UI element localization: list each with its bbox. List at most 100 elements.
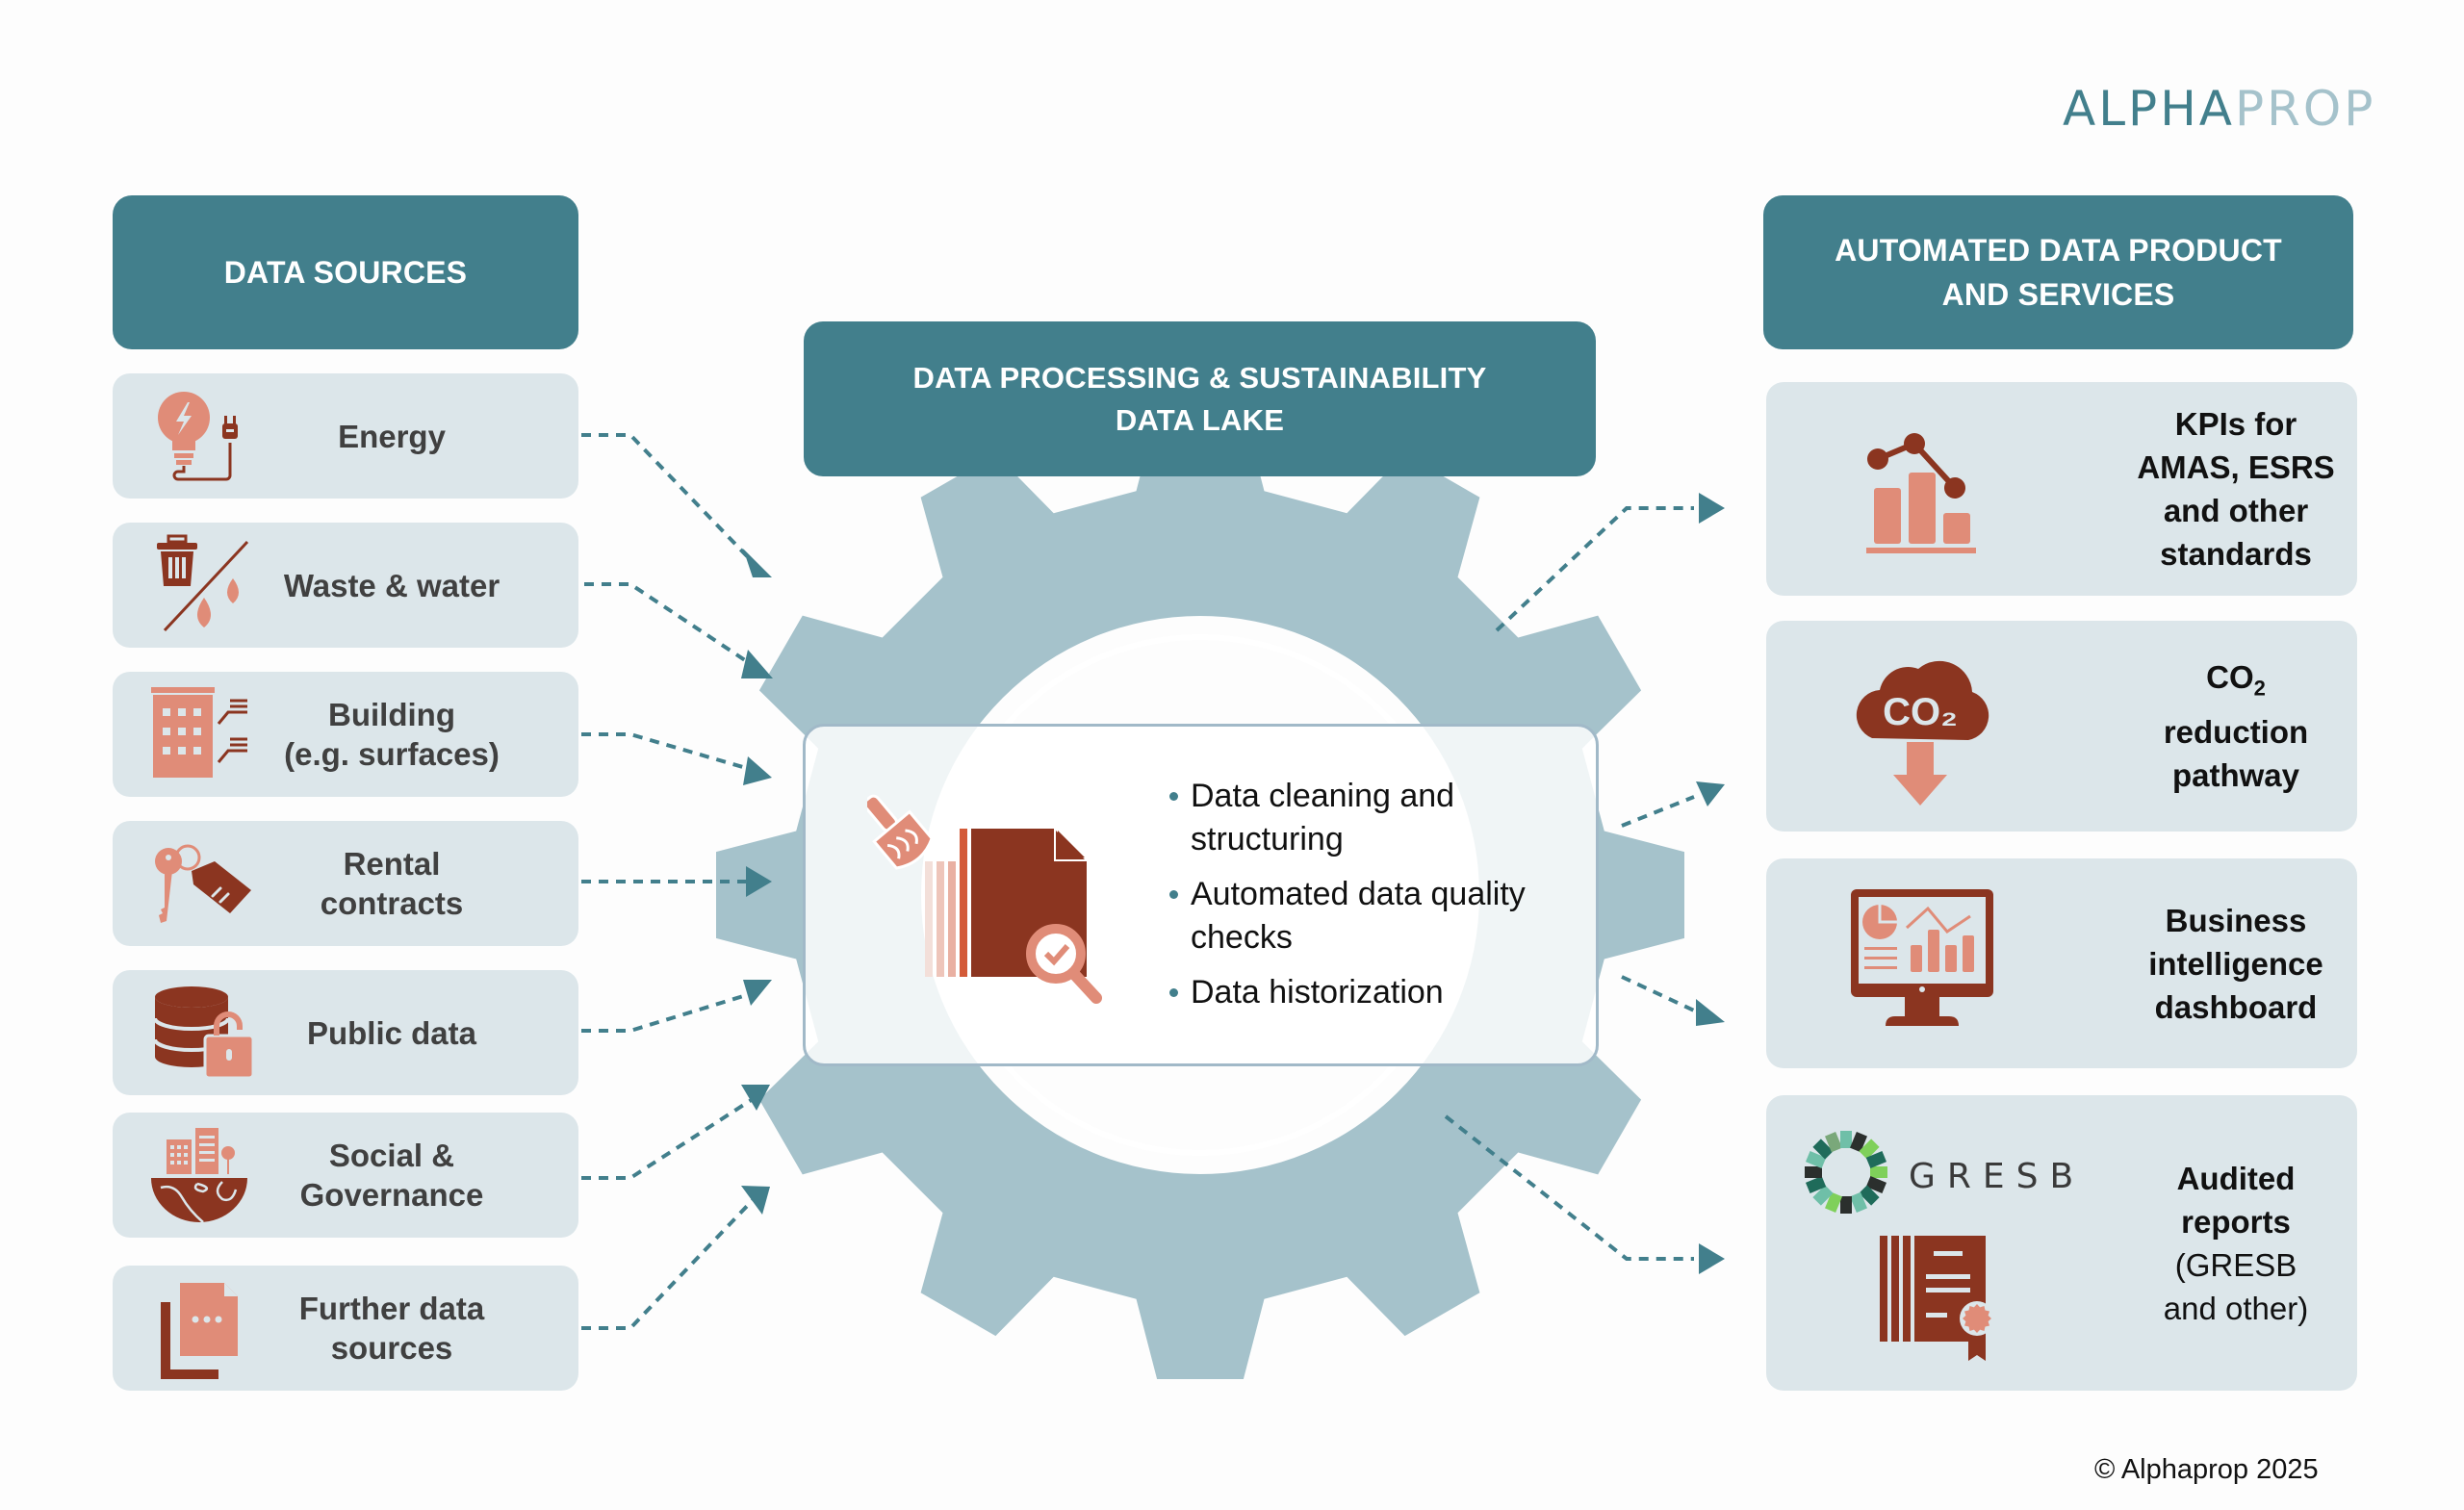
source-label-waste-water: Waste & water bbox=[257, 523, 526, 648]
bullet-text-line2: checks bbox=[1191, 919, 1293, 956]
gresb-ring-segment bbox=[1812, 1139, 1834, 1160]
source-card-rental-contracts[interactable]: Rental contracts bbox=[113, 821, 578, 946]
gresb-ring-segment bbox=[1850, 1131, 1867, 1153]
clean-document-check-icon bbox=[867, 794, 1102, 1004]
gear-icon bbox=[716, 411, 1684, 1379]
co2-text-line3: pathway bbox=[2171, 756, 2300, 793]
gresb-ring-segment bbox=[1805, 1166, 1822, 1178]
source-card-social-governance[interactable]: Social & Governance bbox=[113, 1113, 578, 1238]
kpi-text-line1: KPIs for bbox=[2174, 406, 2297, 442]
social-text-line2: Governance bbox=[299, 1177, 484, 1213]
city-globe-icon bbox=[151, 1128, 247, 1223]
processing-bullet-list: Data cleaning and structuring Automated … bbox=[1169, 775, 1526, 1026]
source-card-waste-water[interactable]: Waste & water bbox=[113, 523, 578, 648]
gresb-ring-segment bbox=[1870, 1166, 1887, 1178]
gresb-ring-segment bbox=[1859, 1139, 1880, 1160]
certificate-icon bbox=[1880, 1236, 1994, 1361]
gresb-ring-segment bbox=[1840, 1131, 1852, 1148]
gresb-ring-segment bbox=[1865, 1151, 1887, 1168]
audited-text-line1: Audited bbox=[2176, 1160, 2296, 1196]
processing-title-line1: DATA PROCESSING & SUSTAINABILITY bbox=[912, 360, 1487, 395]
rental-text-line2: contracts bbox=[320, 885, 464, 921]
co2-cloud-icon: CO₂ bbox=[1856, 660, 1989, 806]
bullet-quality-checks: Automated data quality checks bbox=[1169, 873, 1526, 960]
co2-icon-text: CO₂ bbox=[1883, 691, 1958, 733]
gresb-ring-segment bbox=[1840, 1196, 1852, 1214]
processing-title-line2: DATA LAKE bbox=[1115, 402, 1285, 437]
products-title-line2: AND SERVICES bbox=[1941, 277, 2175, 312]
data-sources-header: DATA SOURCES bbox=[113, 195, 578, 349]
product-card-bi-dashboard[interactable]: Business intelligence dashboard bbox=[1766, 858, 2357, 1068]
key-tag-icon bbox=[155, 844, 251, 923]
kpi-text-line2: AMAS, ESRS bbox=[2137, 449, 2335, 485]
waste-water-text: Waste & water bbox=[283, 567, 500, 603]
source-label-rental-contracts: Rental contracts bbox=[257, 821, 526, 946]
audited-text-line2: reports bbox=[2181, 1203, 2291, 1240]
database-unlock-icon bbox=[155, 986, 255, 1080]
alphaprop-logo: ALPHAPROP bbox=[2063, 81, 2375, 137]
processing-box: Data cleaning and structuring Automated … bbox=[803, 724, 1599, 1066]
source-card-public-data[interactable]: Public data bbox=[113, 970, 578, 1095]
gresb-ring-segment bbox=[1805, 1176, 1827, 1193]
seal-starburst bbox=[1963, 1304, 1991, 1333]
bullet-dot-icon bbox=[1169, 988, 1178, 997]
logo-text-prop: PROP bbox=[2235, 81, 2376, 137]
bullet-dot-icon bbox=[1169, 792, 1178, 801]
product-card-co2[interactable]: CO₂ CO2 reduction pathway bbox=[1766, 621, 2357, 832]
source-card-building[interactable]: Building (e.g. surfaces) bbox=[113, 672, 578, 797]
source-card-energy[interactable]: Energy bbox=[113, 373, 578, 499]
bullet-data-cleaning: Data cleaning and structuring bbox=[1169, 775, 1526, 861]
product-label-audited-reports: Audited reports (GRESB and other) bbox=[2120, 1095, 2351, 1391]
gresb-logo: GRESB bbox=[1805, 1131, 2082, 1214]
product-label-co2: CO2 reduction pathway bbox=[2120, 621, 2351, 832]
monitor-dashboard-icon bbox=[1851, 889, 1993, 1026]
gresb-ring-icon bbox=[1805, 1131, 1887, 1214]
building-icon bbox=[151, 687, 247, 778]
bi-text-line2: intelligence bbox=[2148, 945, 2323, 982]
product-card-kpis[interactable]: KPIs for AMAS, ESRS and other standards bbox=[1766, 382, 2357, 596]
audited-text-line4: and other) bbox=[2163, 1290, 2309, 1326]
further-text-line2: sources bbox=[330, 1330, 453, 1366]
processing-header: DATA PROCESSING & SUSTAINABILITY DATA LA… bbox=[804, 321, 1596, 476]
kpi-chart-icon bbox=[1866, 433, 1976, 553]
product-card-audited-reports[interactable]: GRESB Audited reports (GRESB and other) bbox=[1766, 1095, 2357, 1391]
building-text-line1: Building bbox=[328, 697, 455, 732]
audited-text-line3: (GRESB bbox=[2174, 1246, 2297, 1283]
documents-icon bbox=[161, 1283, 238, 1379]
gresb-ring-segment bbox=[1825, 1191, 1842, 1214]
co2-text-line2: reduction bbox=[2163, 713, 2309, 750]
gresb-wordmark: GRESB bbox=[1909, 1157, 2082, 1196]
gresb-ring-segment bbox=[1865, 1176, 1887, 1193]
bullet-dot-icon bbox=[1169, 890, 1178, 899]
public-data-text: Public data bbox=[306, 1014, 477, 1051]
further-text-line1: Further data bbox=[298, 1291, 485, 1326]
seal-icon bbox=[1963, 1304, 1991, 1333]
lightbulb-plug-icon bbox=[158, 392, 238, 481]
trash-water-icon bbox=[157, 534, 249, 632]
source-label-social-governance: Social & Governance bbox=[257, 1113, 526, 1238]
products-header: AUTOMATED DATA PRODUCT AND SERVICES bbox=[1763, 195, 2353, 349]
kpi-text-line3: and other bbox=[2163, 493, 2309, 528]
product-label-bi-dashboard: Business intelligence dashboard bbox=[2120, 858, 2351, 1068]
bi-text-line3: dashboard bbox=[2154, 988, 2318, 1025]
bi-text-line1: Business bbox=[2165, 902, 2307, 938]
gresb-ring-segment bbox=[1859, 1185, 1880, 1206]
copyright-text: © Alphaprop 2025 bbox=[2094, 1454, 2319, 1485]
gresb-ring-segment bbox=[1805, 1151, 1827, 1168]
product-label-kpis: KPIs for AMAS, ESRS and other standards bbox=[2120, 382, 2351, 596]
bullet-historization: Data historization bbox=[1169, 971, 1526, 1014]
products-title-line1: AUTOMATED DATA PRODUCT bbox=[1835, 233, 2282, 268]
bullet-text-line1: Data historization bbox=[1191, 974, 1444, 1011]
source-label-public-data: Public data bbox=[257, 970, 526, 1095]
source-label-energy: Energy bbox=[257, 373, 526, 499]
building-text-line2: (e.g. surfaces) bbox=[284, 736, 500, 772]
source-card-further-sources[interactable]: Further data sources bbox=[113, 1266, 578, 1391]
source-label-further-sources: Further data sources bbox=[257, 1266, 526, 1391]
bullet-text-line1: Data cleaning and bbox=[1191, 778, 1455, 814]
gresb-ring-segment bbox=[1850, 1191, 1867, 1214]
co2-prefix: CO bbox=[2206, 659, 2254, 696]
co2-subscript: 2 bbox=[2253, 676, 2266, 701]
co2-text-line1: CO2 bbox=[2206, 655, 2266, 710]
social-text-line1: Social & bbox=[328, 1138, 455, 1173]
energy-text: Energy bbox=[338, 418, 446, 454]
